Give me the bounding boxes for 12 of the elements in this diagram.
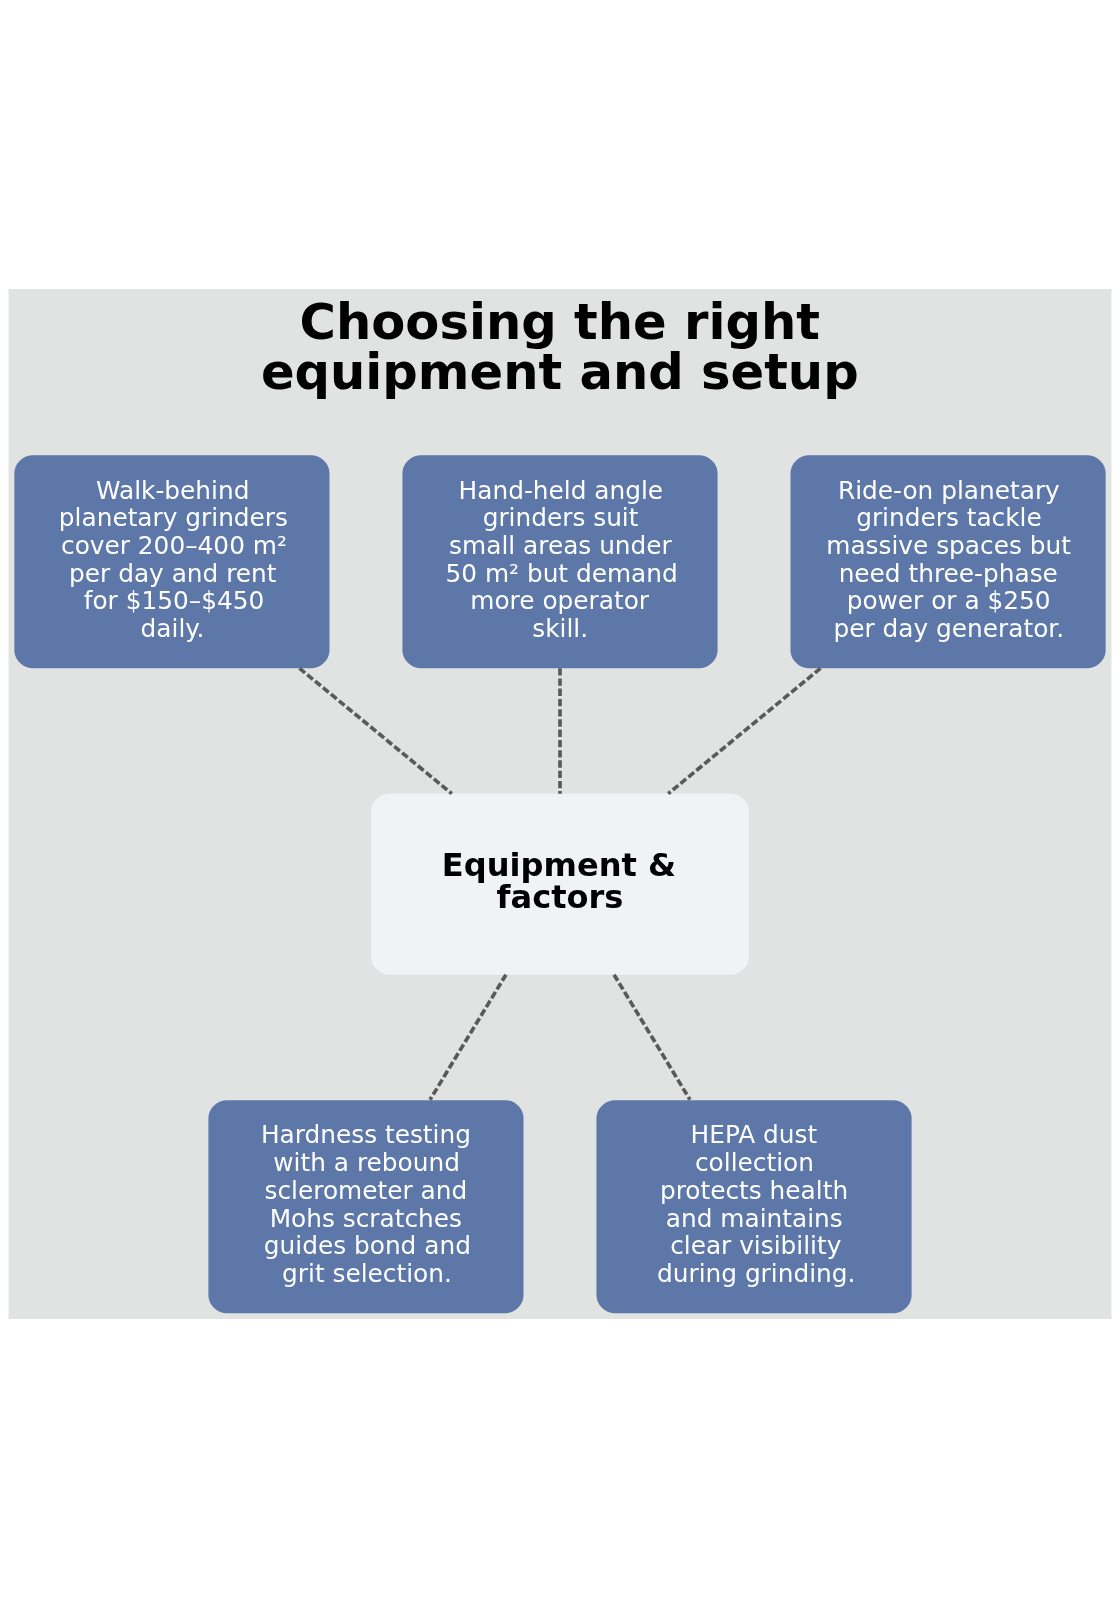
node-box: Walk-behind planetary grinders cover 200–400 m² per day and rent for $150–$450 daily. xyxy=(14,455,330,669)
connector xyxy=(298,666,453,796)
node-box: Equipment & factors xyxy=(371,793,749,975)
connector xyxy=(558,668,562,794)
node-box: Ride-on planetary grinders tackle massive spaces but need three-phase power or a $250 per day generator. xyxy=(790,455,1106,669)
connector xyxy=(612,973,692,1101)
node-box: HEPA dust collection protects health and maintains clear visibility during grinding. xyxy=(596,1100,912,1314)
node-box: Hand-held angle grinders suit small areas under 50 m² but demand more operator skill. xyxy=(402,455,718,669)
diagram-title: Choosing the right equipment and setup xyxy=(260,292,859,401)
connector xyxy=(667,666,822,796)
connector xyxy=(428,973,508,1101)
node-box: Hardness testing with a rebound sclerometer and Mohs scratches guides bond and grit selection. xyxy=(208,1100,524,1314)
